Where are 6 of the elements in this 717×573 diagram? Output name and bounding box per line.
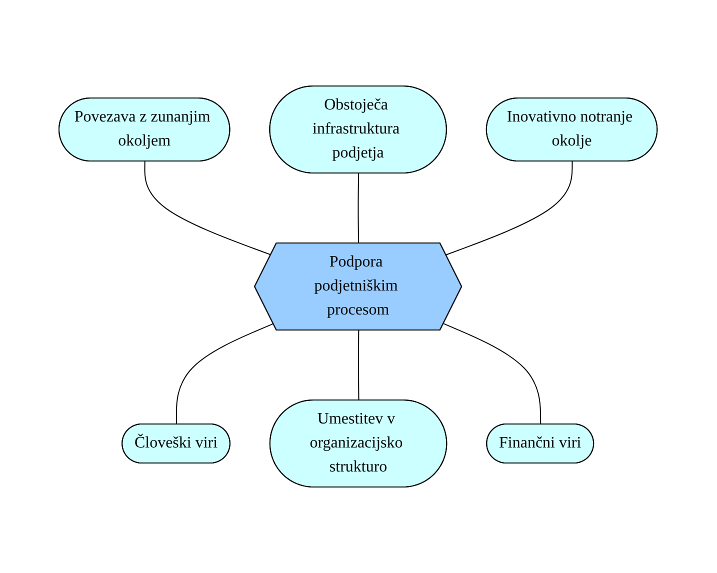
connector (176, 323, 274, 425)
connector (144, 161, 272, 256)
connector (358, 173, 360, 244)
connector (446, 161, 574, 256)
connector (444, 323, 542, 425)
connector (358, 330, 360, 401)
